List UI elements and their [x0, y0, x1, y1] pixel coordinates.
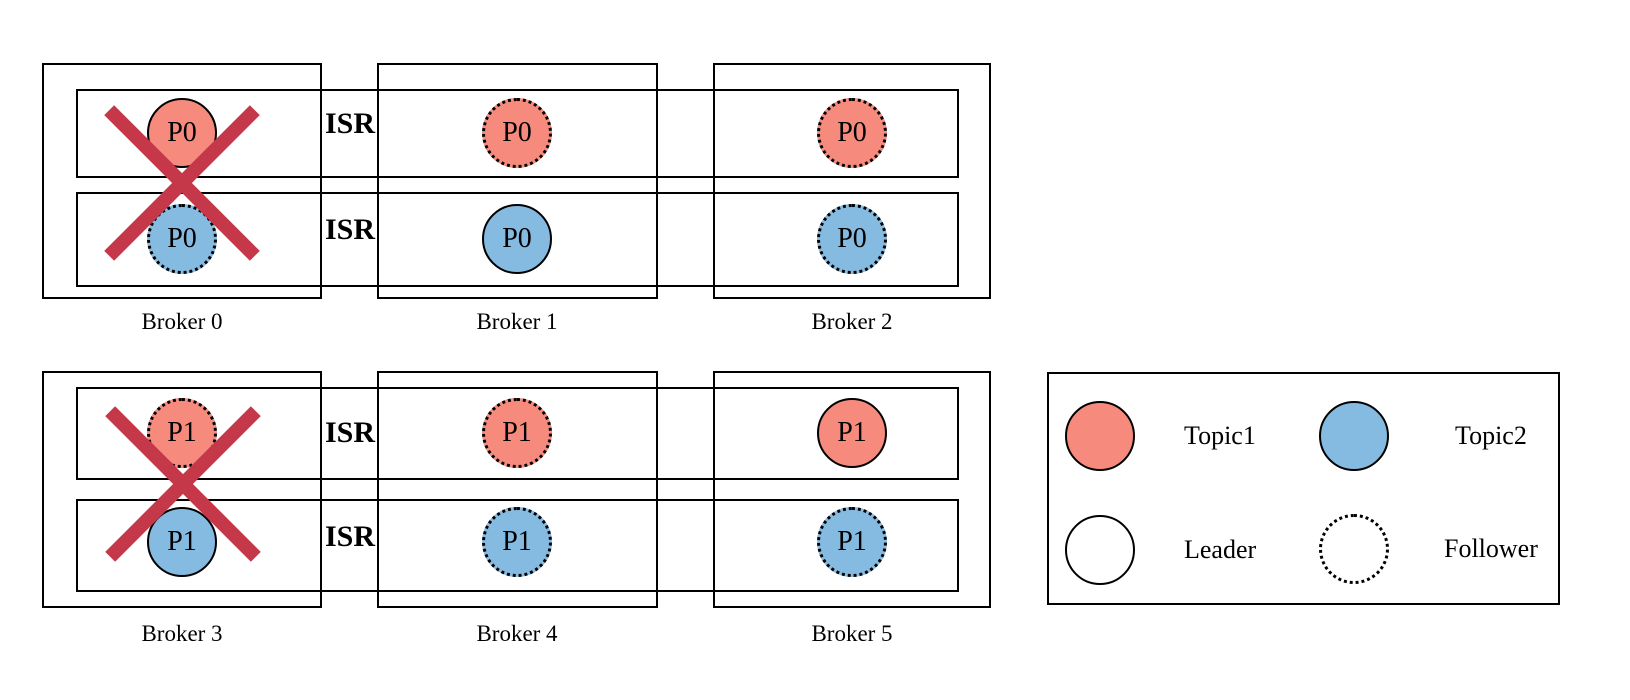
isr-band-topic1-p0	[76, 89, 959, 178]
legend-leader-circle-icon	[1065, 515, 1135, 585]
isr-band-topic2-p0	[76, 192, 959, 287]
legend: Topic1 Topic2 Leader Follower	[1047, 372, 1560, 605]
broker-0-box	[42, 63, 322, 299]
legend-topic2-circle-icon	[1319, 401, 1389, 471]
partition-circle-topic1-p1-leader: P1	[817, 398, 887, 468]
partition-circle-topic1-p0-follower: P0	[482, 98, 552, 168]
broker-1-label: Broker 1	[476, 309, 558, 334]
partition-circle-topic1-p0-follower: P0	[817, 98, 887, 168]
broker-2-box	[713, 63, 991, 299]
broker-0-label: Broker 0	[141, 309, 223, 334]
partition-circle-topic2-p0-leader: P0	[482, 204, 552, 274]
broker-3-label: Broker 3	[141, 621, 223, 646]
isr-band-topic2-p1	[76, 499, 959, 592]
partition-circle-topic1-p1-follower: P1	[482, 398, 552, 468]
isr-label-topic1-p0: ISR	[325, 107, 376, 140]
partition-circle-topic2-p1-leader: P1	[147, 507, 217, 577]
broker-5-box	[713, 371, 991, 608]
legend-follower-label: Follower	[1444, 534, 1538, 563]
isr-label-topic1-p1: ISR	[325, 416, 376, 449]
legend-topic2-label: Topic2	[1455, 421, 1527, 450]
broker-4-label: Broker 4	[476, 621, 558, 646]
broker-2-label: Broker 2	[811, 309, 893, 334]
legend-follower-circle-icon	[1319, 514, 1389, 584]
legend-topic1-label: Topic1	[1184, 421, 1256, 450]
partition-circle-topic2-p1-follower: P1	[817, 507, 887, 577]
broker-3-box	[42, 371, 322, 608]
legend-leader-label: Leader	[1184, 535, 1257, 564]
partition-circle-topic2-p1-follower: P1	[482, 507, 552, 577]
isr-band-topic1-p1	[76, 387, 959, 480]
broker-1-box	[377, 63, 658, 299]
broker-4-box	[377, 371, 658, 608]
isr-label-topic2-p0: ISR	[325, 213, 376, 246]
partition-circle-topic2-p0-follower: P0	[817, 204, 887, 274]
partition-circle-topic1-p0-leader: P0	[147, 98, 217, 168]
isr-label-topic2-p1: ISR	[325, 520, 376, 553]
legend-topic1-circle-icon	[1065, 401, 1135, 471]
broker-5-label: Broker 5	[811, 621, 893, 646]
